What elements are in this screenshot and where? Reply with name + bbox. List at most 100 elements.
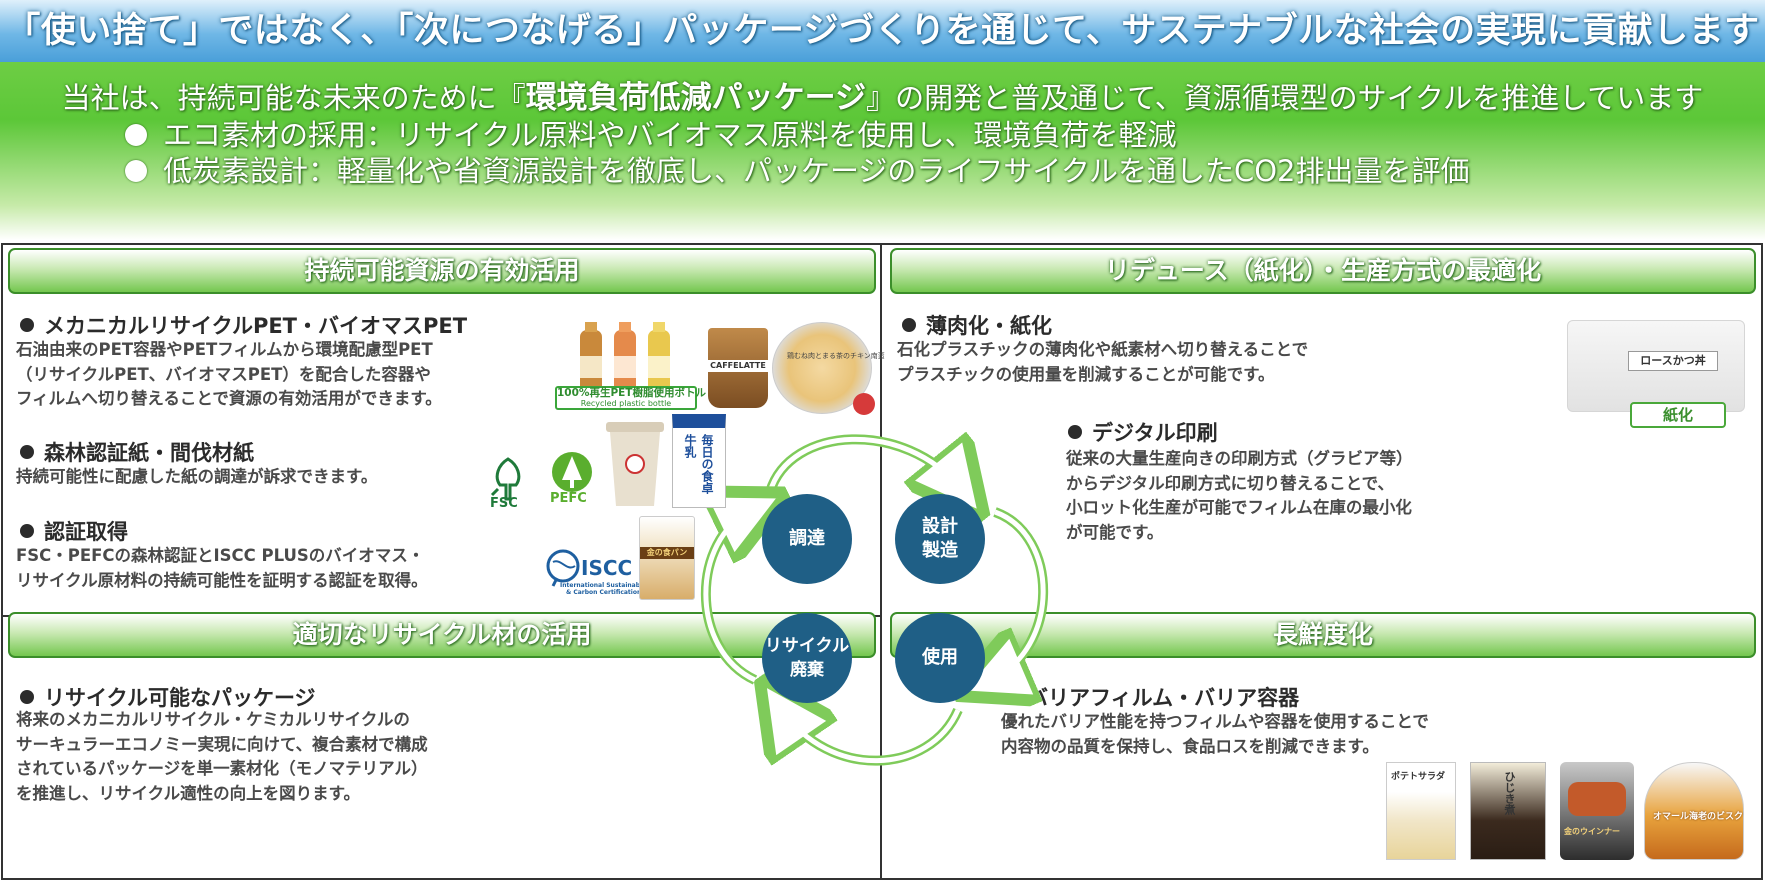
cycle-node-label: リサイクル (764, 636, 850, 656)
text-line: 将来のメカニカルリサイクル・ケミカルリサイクルの (16, 710, 410, 729)
headline-bar (0, 0, 1765, 62)
item-title-certified-paper: 森林認証紙・間伐材紙 (20, 437, 254, 467)
sausage-label: 金のウインナー (1564, 827, 1620, 836)
item-text-recyclable-package: 将来のメカニカルリサイクル・ケミカルリサイクルの サーキュラーエコノミー実現に向… (16, 708, 428, 806)
bottle-icon (580, 322, 602, 400)
text-line: を推進し、リサイクル適性の向上を図ります。 (16, 783, 361, 803)
cycle-node-label: 使用 (922, 647, 958, 668)
item-text-certification: FSC・PEFCの森林認証とISCC PLUSのバイオマス・ リサイクル原材料の… (16, 544, 428, 593)
pet-badge-sub: Recycled plastic bottle (580, 399, 672, 408)
text-line: が可能です。 (1066, 522, 1164, 542)
cycle-node-procure: 調達 (762, 494, 852, 584)
text-line: 優れたバリア性能を持つフィルムや容器を使用することで (1001, 712, 1429, 731)
potato-salad-pack: ポテトサラダ (1386, 762, 1456, 860)
bottle-icon (614, 322, 636, 400)
subline-pre: 当社は、持続可能な未来のために『 (61, 81, 526, 115)
cycle-node-label: 廃棄 (790, 660, 824, 680)
item-title-thinning-paper: 薄肉化・紙化 (902, 310, 1052, 340)
bullet-dot (20, 690, 34, 704)
milk-label: 毎日の食卓牛乳 (683, 434, 714, 494)
banner-bullet-text: エコ素材の採用：リサイクル原料やバイオマス原料を使用し、環境負荷を軽減 (163, 118, 1177, 152)
chicken-salad-label: 鶏むね肉とまる茶のチキン南蛮 (787, 352, 885, 360)
cafe-latte-label: CAFFELATTE (708, 360, 768, 372)
bullet-dot (902, 318, 916, 332)
fsc-label: FSC (490, 496, 518, 511)
item-title-text: 薄肉化・紙化 (926, 314, 1052, 338)
cycle-node-label: 製造 (922, 540, 958, 561)
item-title-text: 森林認証紙・間伐材紙 (44, 441, 254, 465)
item-title-recycled-pet: メカニカルリサイクルPET・バイオマスPET (20, 310, 467, 340)
pefc-tree-icon (552, 452, 592, 492)
cycle-node-use: 使用 (895, 613, 985, 703)
iscc-label: ISCC (581, 556, 633, 580)
subline-post: 』の開発と普及通じて、資源循環型のサイクルを推進しています (866, 81, 1704, 115)
bisque-cup: オマール海老のビスク (1644, 762, 1744, 860)
section-header-recycle-material: 適切なリサイクル材の活用 (8, 612, 876, 658)
text-line: 石化プラスチックの薄肉化や紙素材へ切り替えることで (897, 340, 1309, 359)
bullet-dot (20, 524, 34, 538)
cycle-node-design-manufacture: 設計 製造 (895, 494, 985, 584)
item-title-recyclable-package: リサイクル可能なパッケージ (20, 682, 316, 712)
top-banner: 「使い捨て」ではなく、「次につなげる」パッケージづくりを通じて、サステナブルな社… (0, 0, 1765, 240)
bullet-dot (1003, 690, 1017, 704)
bread-bag: 金の食パン (639, 516, 695, 600)
text-line: 持続可能性に配慮した紙の調達が訴求できます。 (16, 467, 378, 486)
bullet-dot (20, 318, 34, 332)
section-header-sustainable-resources: 持続可能資源の有効活用 (8, 248, 876, 294)
sticker-icon (853, 393, 875, 415)
text-line: されているパッケージを単一素材化（モノマテリアル） (16, 759, 428, 778)
hijiki-label: ひじき煮 (1503, 771, 1516, 815)
text-line: 従来の大量生産向きの印刷方式（グラビア等） (1066, 449, 1413, 468)
vertical-divider (880, 243, 882, 880)
item-title-text: デジタル印刷 (1092, 421, 1218, 445)
cycle-node-label: 設計 (922, 516, 958, 537)
cycle-node-recycle-dispose: リサイクル 廃棄 (762, 613, 852, 703)
paper-cup-image (606, 422, 664, 506)
item-title-digital-printing: デジタル印刷 (1068, 417, 1218, 447)
banner-bullet-text: 低炭素設計：軽量化や省資源設計を徹底し、パッケージのライフサイクルを通したCO2… (163, 154, 1470, 188)
iscc-globe-icon (546, 549, 580, 587)
bisque-label: オマール海老のビスク (1653, 812, 1744, 822)
sausage-pack: 金のウインナー (1560, 762, 1634, 860)
bullet-dot (20, 445, 34, 459)
item-title-text: 認証取得 (44, 520, 128, 544)
banner-bullet-eco: エコ素材の採用：リサイクル原料やバイオマス原料を使用し、環境負荷を軽減 (125, 112, 1177, 154)
section-header-reduce: リデュース（紙化）・生産方式の最適化 (890, 248, 1756, 294)
item-title-text: リサイクル可能なパッケージ (44, 686, 316, 710)
item-text-thinning-paper: 石化プラスチックの薄肉化や紙素材へ切り替えることで プラスチックの使用量を削減す… (897, 338, 1308, 387)
text-line: （リサイクルPET、バイオマスPET）を配合した容器や (16, 364, 431, 384)
text-line: FSC・PEFCの森林認証とISCC PLUSのバイオマス・ (16, 546, 425, 565)
pefc-label: PEFC (550, 491, 587, 506)
recycled-pet-badge: 100%再生PET樹脂使用ボトル Recycled plastic bottle (555, 386, 706, 410)
bullet-dot (125, 160, 147, 182)
text-line: サーキュラーエコノミー実現に向けて、複合素材で構成 (16, 734, 428, 754)
pet-bottles-image (580, 322, 670, 400)
bullet-dot (1068, 425, 1082, 439)
text-line: 石油由来のPET容器やPETフィルムから環境配慮型PET (16, 340, 433, 359)
iscc-sub1: International Sustainability (560, 582, 653, 589)
cafe-latte-cup: CAFFELATTE (708, 328, 768, 408)
item-title-barrier: バリアフィルム・バリア容器 (1003, 682, 1299, 712)
bread-label: 金の食パン (640, 547, 694, 559)
item-title-text: バリアフィルム・バリア容器 (1027, 686, 1300, 710)
bullet-dot (125, 124, 147, 146)
text-line: 小ロット化生産が可能でフィルム在庫の最小化 (1066, 498, 1412, 517)
item-text-barrier: 優れたバリア性能を持つフィルムや容器を使用することで 内容物の品質を保持し、食品… (1001, 710, 1429, 759)
milk-carton: 毎日の食卓牛乳 (672, 414, 726, 508)
hijiki-pack: ひじき煮 (1470, 762, 1546, 860)
tonkatsu-label: ロースかつ丼 (1628, 351, 1718, 371)
item-text-digital-printing: 従来の大量生産向きの印刷方式（グラビア等） からデジタル印刷方式に切り替えること… (1066, 447, 1413, 545)
iscc-sub2: & Carbon Certification (566, 589, 642, 596)
text-line: フィルムへ切り替えることで資源の有効活用ができます。 (16, 389, 442, 408)
item-title-certification: 認証取得 (20, 516, 128, 546)
fsc-tree-icon (490, 457, 521, 501)
item-title-text: メカニカルリサイクルPET・バイオマスPET (44, 314, 468, 338)
text-line: プラスチックの使用量を削減することが可能です。 (897, 364, 1275, 384)
banner-bullet-lowcarbon: 低炭素設計：軽量化や省資源設計を徹底し、パッケージのライフサイクルを通したCO2… (125, 148, 1470, 190)
pet-badge-main: 100%再生PET樹脂使用ボトル (557, 387, 706, 399)
subline-emphasis: 環境負荷低減パッケージ (525, 80, 867, 116)
chicken-salad-container: 鶏むね肉とまる茶のチキン南蛮 (772, 322, 885, 415)
text-line: リサイクル原材料の持続可能性を証明する認証を取得。 (16, 570, 428, 590)
section-header-freshness: 長鮮度化 (890, 612, 1756, 658)
content-frame (1, 243, 1763, 880)
